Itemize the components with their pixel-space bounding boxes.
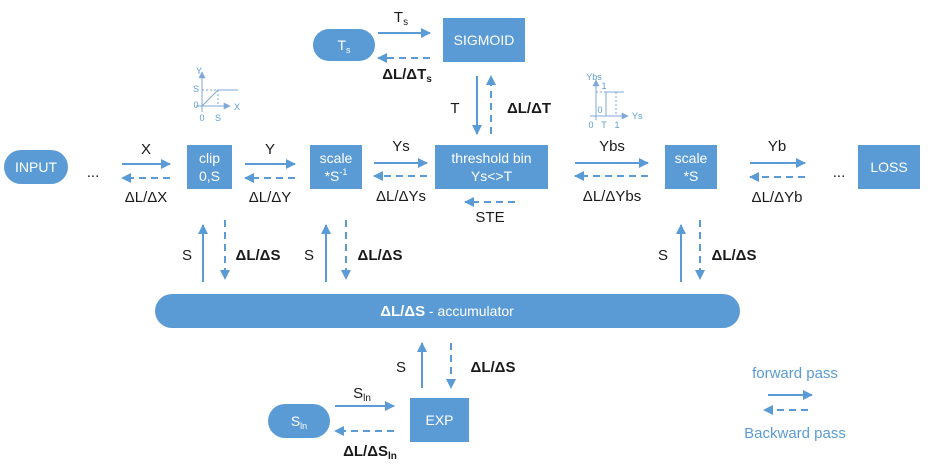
label-ys: Ys xyxy=(392,138,410,155)
clip-plot-y-label: Y xyxy=(196,66,202,76)
step-plot-zero-axis-label: 0 xyxy=(597,105,602,115)
scale-inverse-value: *S-1 xyxy=(325,167,348,184)
label-s-scale: S xyxy=(658,247,668,264)
scale-node: scale *S xyxy=(665,145,717,189)
label-ybs: Ybs xyxy=(599,138,625,155)
clip-function-plot: Y X S 0 0 S xyxy=(193,66,240,123)
label-yb: Yb xyxy=(768,138,786,155)
step-plot-t-tick-label: T xyxy=(601,120,607,130)
sigmoid-node: SIGMOID xyxy=(443,18,525,62)
label-dl-ds-clip: ΔL/ΔS xyxy=(236,247,281,264)
label-dl-dsln: ΔL/ΔSln xyxy=(343,443,397,462)
step-plot-one-axis-label: 1 xyxy=(601,81,606,91)
label-ste: STE xyxy=(475,209,504,226)
ts-label: Ts xyxy=(337,37,351,55)
loss-node: LOSS xyxy=(858,145,920,189)
clip-plot-zero-axis-label: 0 xyxy=(193,100,198,110)
step-plot-zero-origin-label: 0 xyxy=(588,120,593,130)
label-y: Y xyxy=(265,141,275,158)
label-s-exp: S xyxy=(396,359,406,376)
label-dl-dyb: ΔL/ΔYb xyxy=(752,189,803,206)
clip-plot-s-axis-label: S xyxy=(193,84,199,94)
exp-label: EXP xyxy=(425,412,453,428)
step-plot-curve xyxy=(596,91,624,117)
clip-plot-s-tick-label: S xyxy=(215,113,221,123)
legend-forward-label: forward pass xyxy=(752,365,838,382)
label-s-scale-inverse: S xyxy=(304,247,314,264)
dots-left: ... xyxy=(87,164,100,181)
legend-backward-label: Backward pass xyxy=(744,425,846,442)
label-ts: Ts xyxy=(394,9,408,28)
threshold-bin-label: threshold bin xyxy=(451,150,531,166)
label-dl-dys: ΔL/ΔYs xyxy=(376,188,426,205)
threshold-bin-condition: Ys<>T xyxy=(471,168,513,184)
step-plot-one-tick-label: 1 xyxy=(614,120,619,130)
label-dl-ds-scale-inverse: ΔL/ΔS xyxy=(358,247,403,264)
loss-label: LOSS xyxy=(870,159,907,175)
label-x: X xyxy=(141,141,151,158)
legend: forward pass Backward pass xyxy=(744,365,846,442)
label-dl-dts: ΔL/ΔTs xyxy=(382,66,432,85)
input-label: INPUT xyxy=(15,159,57,175)
label-s-clip: S xyxy=(182,247,192,264)
step-plot-ys-label: Ys xyxy=(632,111,643,121)
clip-node: clip 0,S xyxy=(187,145,232,189)
step-plot-ybs-label: Ybs xyxy=(586,72,602,82)
step-function-plot: Ybs 1 0 Ys 0 T 1 xyxy=(586,72,643,130)
label-dl-ds-scale: ΔL/ΔS xyxy=(712,247,757,264)
accumulator-label: ΔL/ΔS - accumulator xyxy=(380,303,514,320)
sln-node: Sln xyxy=(268,404,330,438)
scale-inverse-label: scale xyxy=(320,150,353,166)
clip-plot-x-label: X xyxy=(234,102,240,112)
clip-plot-curve xyxy=(201,89,238,107)
ts-node: Ts xyxy=(313,29,375,61)
label-dl-dybs: ΔL/ΔYbs xyxy=(583,188,641,205)
accumulator-node: ΔL/ΔS - accumulator xyxy=(155,294,740,328)
sln-label: Sln xyxy=(291,413,307,431)
label-sln: Sln xyxy=(353,385,371,404)
label-dl-dx: ΔL/ΔX xyxy=(125,189,168,206)
input-node: INPUT xyxy=(4,150,68,184)
scale-label: scale xyxy=(675,150,708,166)
sigmoid-label: SIGMOID xyxy=(454,32,515,48)
label-t: T xyxy=(450,100,459,117)
label-dl-dy: ΔL/ΔY xyxy=(249,189,292,206)
exp-node: EXP xyxy=(410,398,469,442)
scale-inverse-node: scale *S-1 xyxy=(310,145,362,189)
scale-value: *S xyxy=(684,168,699,184)
threshold-bin-node: threshold bin Ys<>T xyxy=(435,145,548,189)
label-dl-dt: ΔL/ΔT xyxy=(507,100,551,117)
label-dl-ds-exp: ΔL/ΔS xyxy=(471,359,516,376)
clip-range: 0,S xyxy=(199,168,220,184)
clip-plot-zero-origin-label: 0 xyxy=(199,113,204,123)
clip-label: clip xyxy=(199,150,220,166)
dots-right: ... xyxy=(833,164,846,181)
